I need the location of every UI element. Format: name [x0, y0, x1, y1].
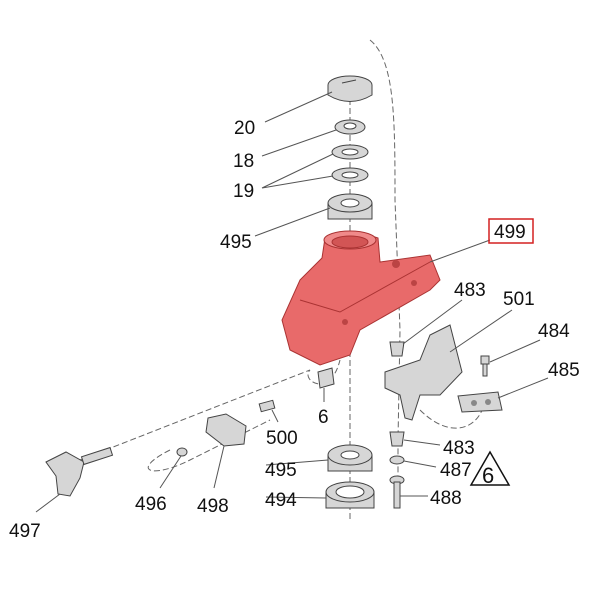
part-488-bolt[interactable]: [389, 475, 405, 509]
label-485: 485: [548, 360, 580, 381]
label-6: 6: [318, 407, 329, 428]
part-497-knob[interactable]: [45, 446, 114, 497]
part-494-ring[interactable]: [325, 481, 375, 509]
label-498: 498: [197, 496, 229, 517]
part-501-bracket[interactable]: [384, 324, 463, 421]
part-6-bushing[interactable]: [317, 367, 335, 389]
label-19: 19: [233, 181, 254, 202]
part-500-screw[interactable]: [258, 399, 276, 413]
label-18: 18: [233, 151, 254, 172]
part-487-washer[interactable]: [389, 455, 405, 465]
label-20: 20: [234, 118, 255, 139]
part-498-block[interactable]: [205, 413, 247, 447]
part-483-bushing-bottom[interactable]: [389, 431, 405, 447]
part-20-cap[interactable]: [327, 75, 373, 102]
label-484: 484: [538, 321, 570, 342]
label-495-bottom: 495: [265, 460, 297, 481]
label-501: 501: [503, 289, 535, 310]
part-496-washer[interactable]: [176, 447, 188, 457]
label-496: 496: [135, 494, 167, 515]
part-19-washers[interactable]: [331, 144, 369, 183]
label-483-bottom: 483: [443, 438, 475, 459]
label-488: 488: [430, 488, 462, 509]
part-499-housing[interactable]: [281, 230, 441, 366]
label-483-top: 483: [454, 280, 486, 301]
part-495-bearing-top[interactable]: [327, 193, 373, 220]
label-495-top: 495: [220, 232, 252, 253]
axis-line-cable: [79, 359, 341, 472]
label-494: 494: [265, 490, 297, 511]
label-499: 499: [494, 222, 526, 243]
axis-line-main: [369, 39, 401, 500]
highlight-box-499: [488, 218, 534, 244]
warning-triangle-icon: 6: [469, 450, 511, 488]
part-483-bushing-top[interactable]: [389, 341, 405, 357]
label-500: 500: [266, 428, 298, 449]
part-495-bearing-bottom[interactable]: [327, 444, 373, 472]
part-18-nut[interactable]: [334, 119, 366, 135]
label-487: 487: [440, 460, 472, 481]
part-485-block[interactable]: [457, 391, 503, 413]
label-497: 497: [9, 521, 41, 542]
leader-lines: [35, 91, 549, 513]
warning-number: 6: [482, 463, 494, 488]
part-484-screw[interactable]: [480, 355, 490, 377]
